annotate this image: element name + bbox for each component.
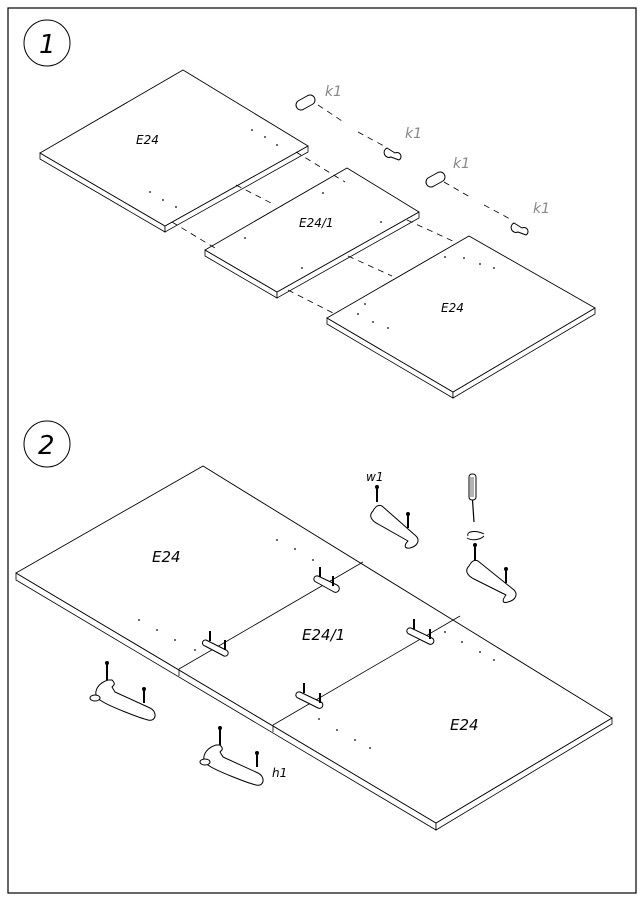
step-1-badge: 1: [23, 19, 71, 67]
dowel-k1-2: k1: [383, 126, 422, 161]
panel-e24-1-middle: E24/1: [204, 167, 420, 299]
fitting-label: h1: [272, 766, 287, 780]
dowel-guides: [171, 104, 513, 314]
panel-label: E24: [136, 133, 159, 147]
step-number-circle: [23, 19, 71, 67]
panel-e24-right: E24: [326, 235, 596, 399]
connector-w1: w1: [366, 470, 419, 549]
step-number: 1: [39, 30, 56, 60]
dowel-k1-4: k1: [510, 201, 550, 236]
panel-label: E24: [450, 716, 479, 734]
fitting-label: k1: [453, 156, 470, 172]
screwdriver-icon: [466, 473, 485, 541]
dowel-k1-1: k1: [295, 84, 342, 111]
fitting-label: w1: [366, 470, 383, 484]
rotate-arrow-icon: [467, 531, 485, 537]
panel-e24-left: E24: [39, 69, 309, 233]
installed-connector-1: [201, 631, 229, 657]
panel-label: E24: [441, 301, 464, 315]
step-1: 1 E24 E24/1 E24: [23, 19, 596, 399]
panel-label: E24/1: [299, 216, 334, 230]
fitting-label: k1: [533, 201, 550, 217]
connector-w1-assembled: [466, 543, 517, 603]
connector-h1-left: [89, 661, 156, 721]
panel-label: E24: [152, 548, 181, 566]
installed-connector-4: [406, 619, 435, 645]
fitting-label: k1: [325, 84, 342, 100]
step-number-circle: [23, 420, 71, 468]
step-2-badge: 2: [23, 420, 71, 468]
step-number: 2: [38, 431, 55, 461]
fitting-label: k1: [405, 126, 422, 142]
connector-h1: h1: [199, 726, 287, 786]
page-frame: [7, 7, 637, 894]
dowel-k1-3: k1: [425, 156, 470, 188]
assembled-board: E24 E24/1 E24: [15, 465, 613, 831]
installed-connector-2: [313, 567, 340, 593]
step-2: 2 E24 E24/1 E24: [15, 420, 613, 831]
installed-connector-3: [295, 683, 324, 709]
panel-label: E24/1: [302, 626, 345, 644]
